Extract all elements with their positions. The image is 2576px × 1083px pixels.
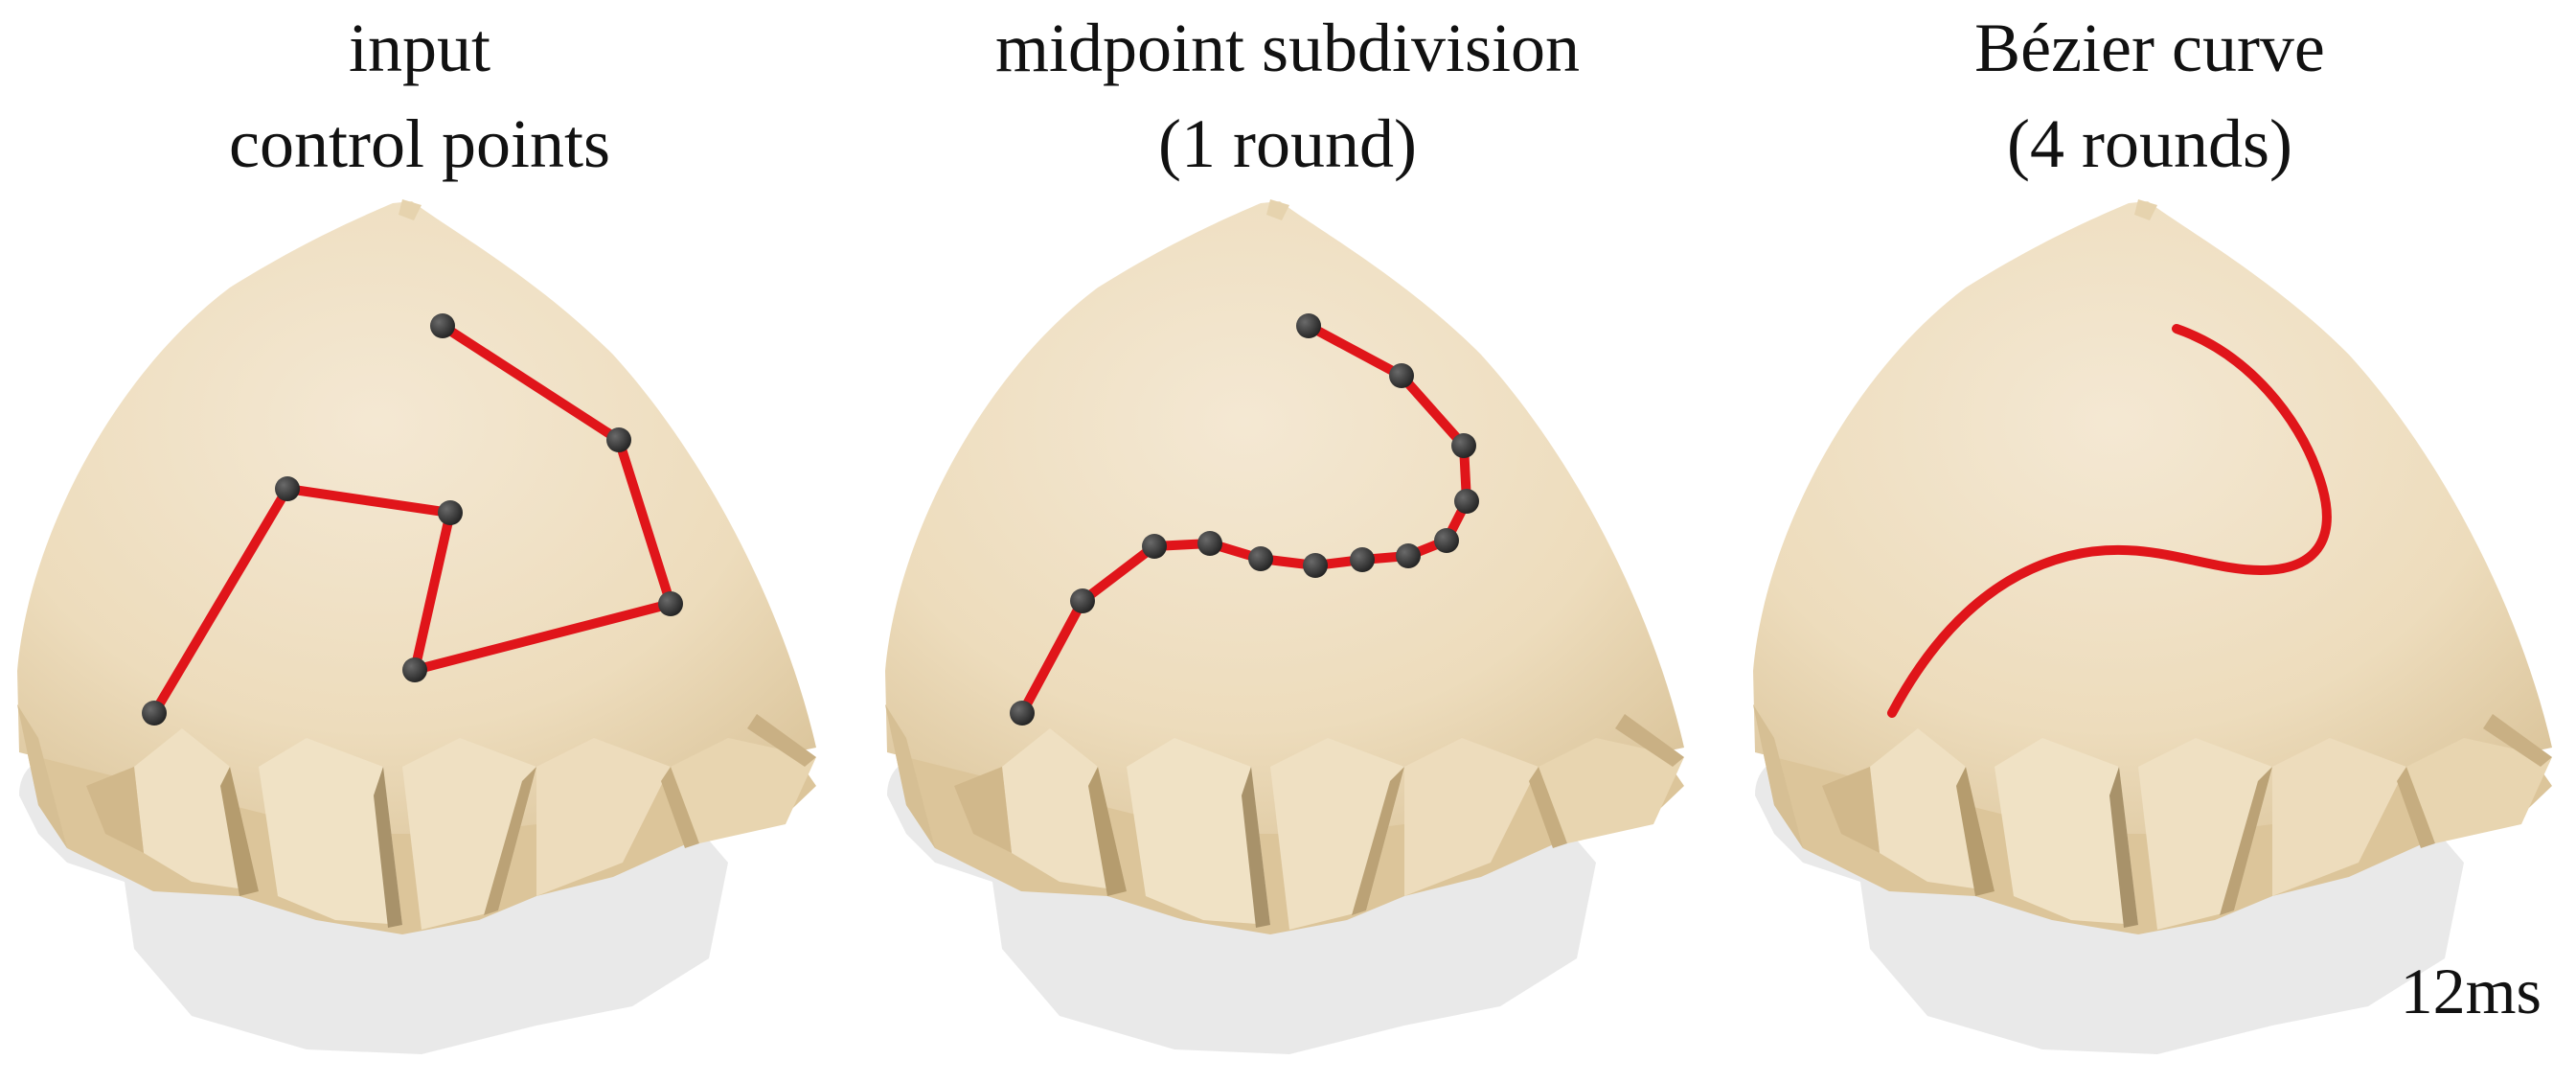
subdivision-point [1454,489,1479,514]
panel-input-surface [17,199,816,1054]
panel-title-input: input control points [8,0,832,192]
subdivision-point [1010,701,1035,726]
panel-title-bezier: Bézier curve (4 rounds) [1738,0,2562,192]
control-point [430,313,455,338]
subdivision-point [1070,588,1095,613]
subdivision-point [1142,534,1167,559]
control-point [142,701,167,726]
subdivision-point [1389,363,1414,388]
panel-title-line: Bézier curve [1974,10,2325,86]
subdivision-point [1451,433,1476,458]
panel-bezier-surface [1753,199,2552,1054]
control-point [438,500,463,525]
control-polygon [142,313,683,726]
subdivision-point [1350,547,1375,572]
subdivided-polygon [1010,313,1479,726]
bezier-curve-line [1887,324,2332,718]
panel-title-line: midpoint subdivision [994,10,1581,86]
subdivision-point [1434,528,1459,553]
panel-title-subdivision: midpoint subdivision (1 round) [876,0,1699,192]
subdivision-point [1396,543,1421,568]
subdivision-point [1197,531,1222,556]
panel-title-line: control points [229,105,610,182]
panel-subdivision-surface [885,199,1684,1054]
subdivision-point [1303,553,1328,578]
control-point [658,591,683,616]
panel-title-line: (1 round) [1158,105,1417,182]
control-point [275,476,300,501]
control-point [606,427,631,452]
bezier-curve [1887,324,2332,718]
panel-title-line: (4 rounds) [2007,105,2292,182]
panel-title-line: input [348,10,490,86]
timing-label: 12ms [2400,955,2542,1027]
subdivision-point [1296,313,1321,338]
subdivision-point [1248,546,1273,571]
control-point [402,657,427,682]
